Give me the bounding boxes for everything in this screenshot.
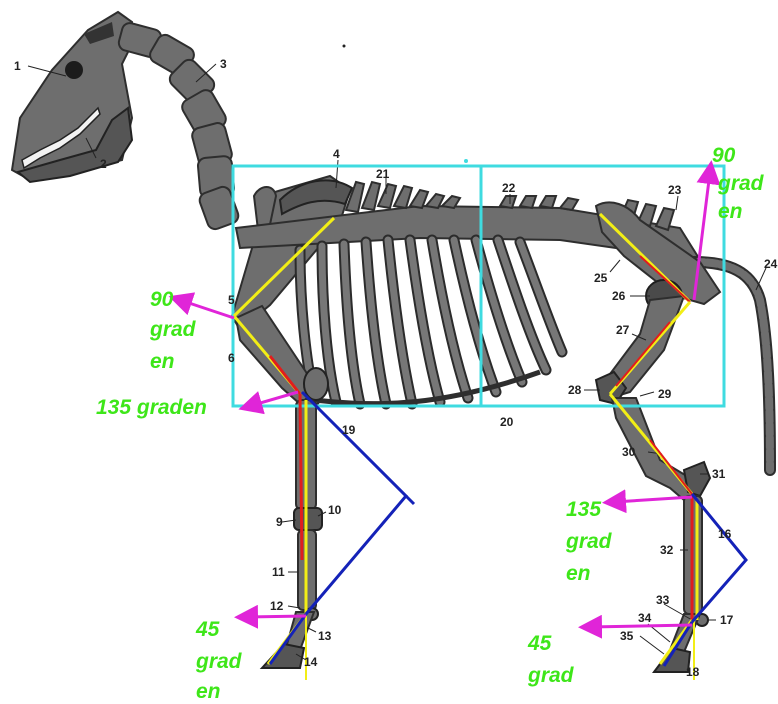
label-2: 2 <box>100 157 107 171</box>
label-19: 19 <box>342 423 356 437</box>
stray-dot <box>343 45 346 48</box>
front-elbow-annotation: 135 graden <box>96 396 207 419</box>
svg-text:90: 90 <box>712 144 736 167</box>
svg-text:135: 135 <box>566 498 601 521</box>
front-fetlock-arrow <box>246 616 306 617</box>
label-9: 9 <box>276 515 283 529</box>
svg-text:en: en <box>718 200 743 223</box>
elbow-joint <box>304 368 328 400</box>
label-14: 14 <box>304 655 318 669</box>
front-elbow-arrow <box>250 392 298 406</box>
label-31: 31 <box>712 467 726 481</box>
label-5: 5 <box>228 293 235 307</box>
label-27: 27 <box>616 323 630 337</box>
svg-text:grad: grad <box>195 650 243 673</box>
eye-socket <box>65 61 83 79</box>
svg-text:grad: grad <box>527 664 575 687</box>
rear-hip-annotation: 90 grad en <box>712 144 765 223</box>
label-29: 29 <box>658 387 672 401</box>
label-13: 13 <box>318 629 332 643</box>
svg-text:en: en <box>566 562 591 585</box>
label-17: 17 <box>720 613 734 627</box>
label-34: 34 <box>638 611 652 625</box>
svg-text:grad: grad <box>149 318 197 341</box>
rear-hock-arrow <box>614 497 692 502</box>
svg-text:90: 90 <box>150 288 174 311</box>
label-33: 33 <box>656 593 670 607</box>
carpal-bone <box>294 508 322 530</box>
rear-hock-annotation: 135 grad en <box>565 498 613 585</box>
label-12: 12 <box>270 599 284 613</box>
rear-fetlock-arrow <box>590 625 692 627</box>
label-26: 26 <box>612 289 626 303</box>
label-28: 28 <box>568 383 582 397</box>
svg-text:grad: grad <box>565 530 613 553</box>
front-leg <box>236 306 328 668</box>
ribcage <box>300 240 562 404</box>
label-21: 21 <box>376 167 390 181</box>
svg-text:45: 45 <box>195 618 220 641</box>
label-18: 18 <box>686 665 700 679</box>
neck-vertebrae <box>117 21 240 231</box>
label-35: 35 <box>620 629 634 643</box>
label-23: 23 <box>668 183 682 197</box>
label-1: 1 <box>14 59 21 73</box>
front-shoulder-annotation: 90 grad en <box>149 288 197 373</box>
label-16: 16 <box>718 527 732 541</box>
label-3: 3 <box>220 57 227 71</box>
front-fetlock-annotation: 45 grad en <box>195 618 243 703</box>
label-4: 4 <box>333 147 340 161</box>
svg-text:en: en <box>196 680 221 703</box>
label-20: 20 <box>500 415 514 429</box>
bone-number-labels: 1 2 3 4 21 22 23 24 25 26 27 28 29 20 19… <box>14 57 778 679</box>
label-30: 30 <box>622 445 636 459</box>
label-32: 32 <box>660 543 674 557</box>
front-shoulder-arrow <box>180 300 234 318</box>
rear-fetlock-annotation: 45 grad <box>527 632 575 687</box>
label-24: 24 <box>764 257 778 271</box>
svg-text:en: en <box>150 350 175 373</box>
label-6: 6 <box>228 351 235 365</box>
svg-text:45: 45 <box>527 632 552 655</box>
label-10: 10 <box>328 503 342 517</box>
svg-text:grad: grad <box>717 172 765 195</box>
label-22: 22 <box>502 181 516 195</box>
label-11: 11 <box>272 565 285 579</box>
box-dot <box>464 159 468 163</box>
label-25: 25 <box>594 271 608 285</box>
